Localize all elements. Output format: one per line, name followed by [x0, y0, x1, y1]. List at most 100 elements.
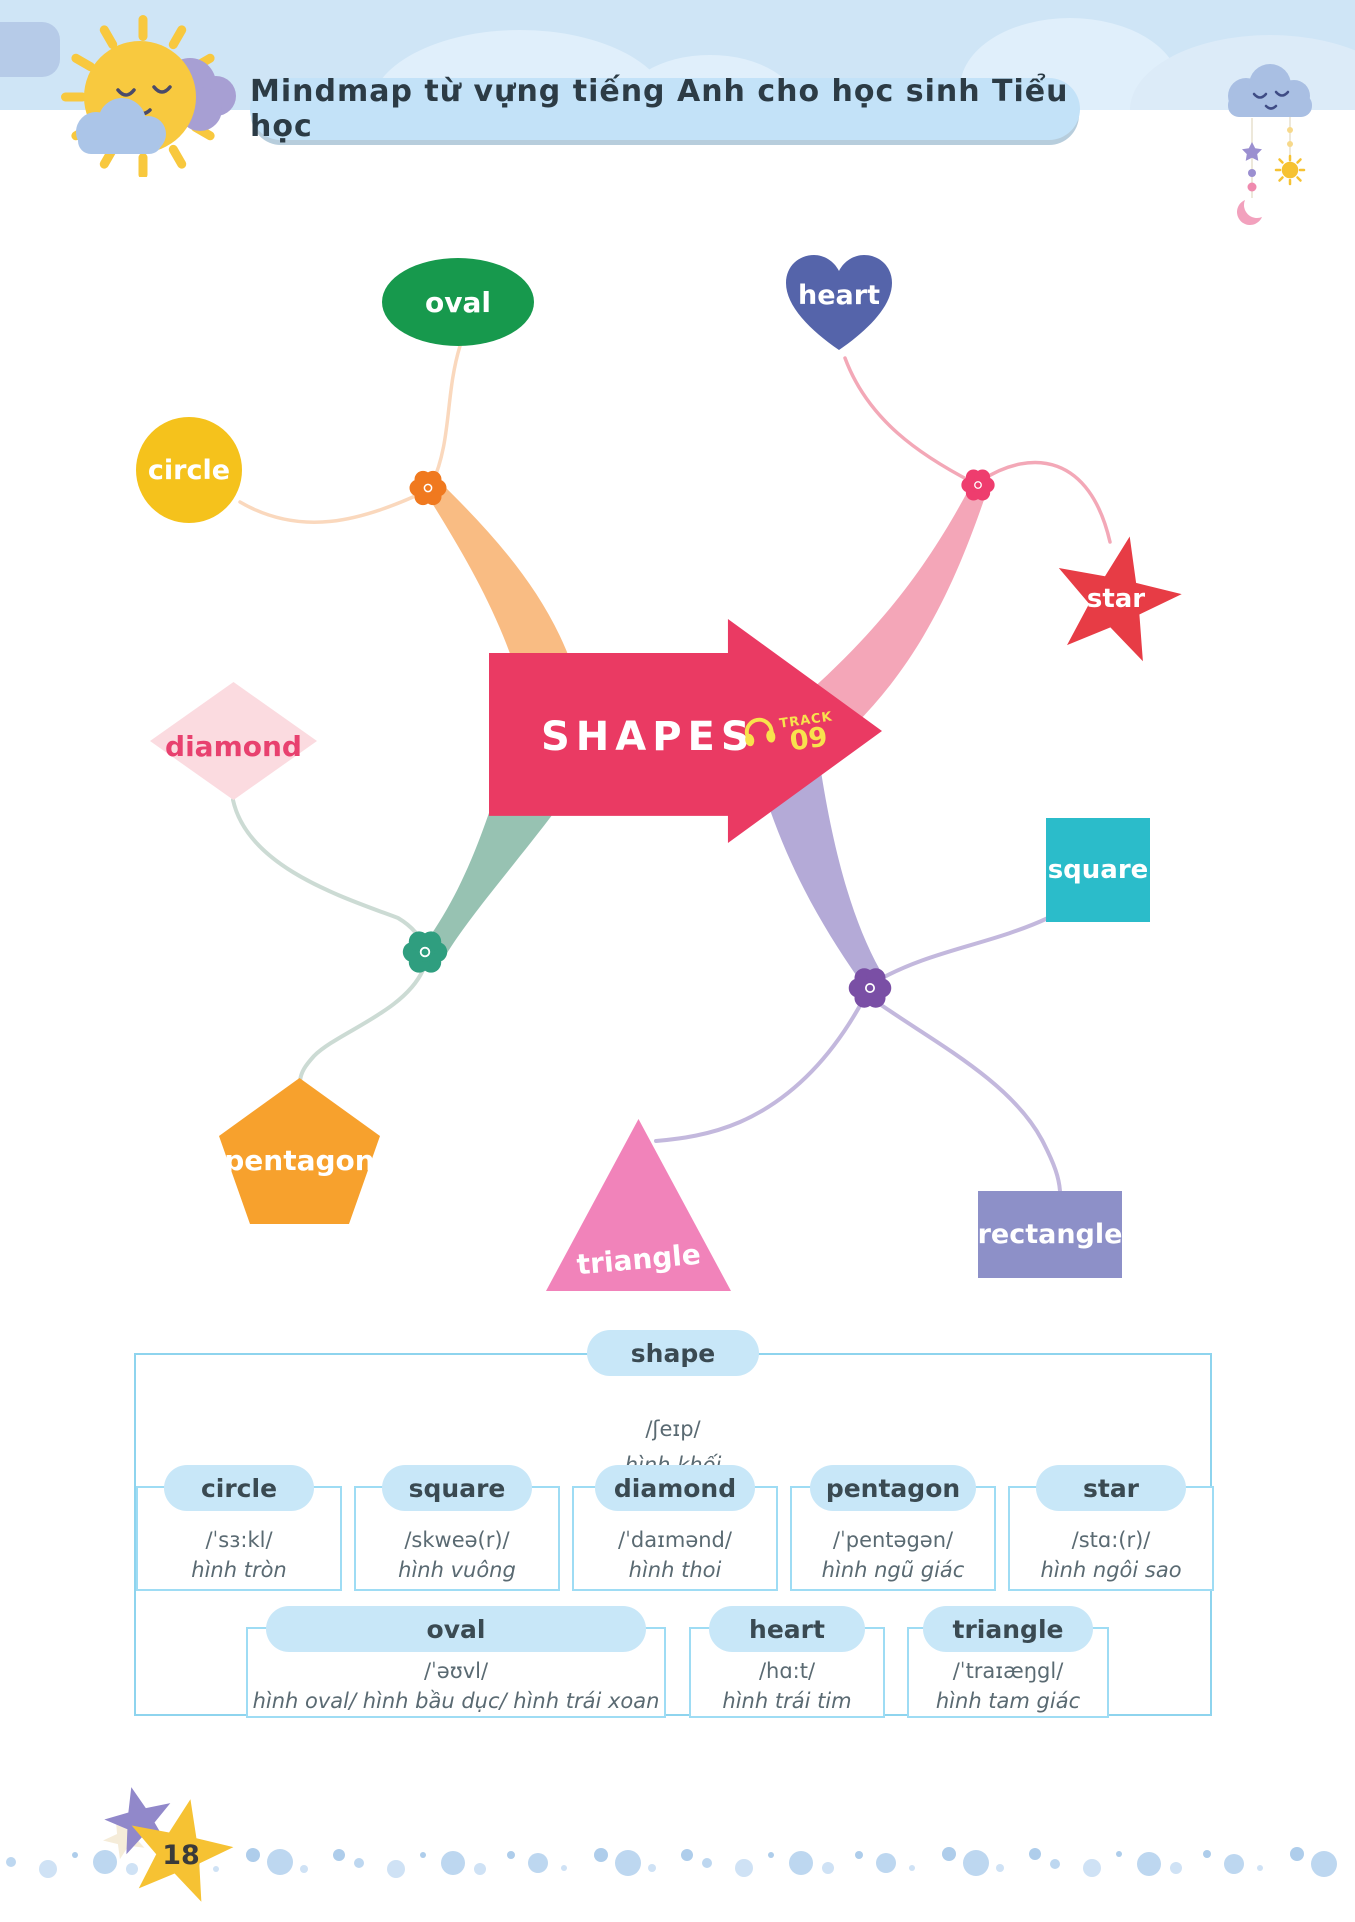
page-title: Mindmap từ vựng tiếng Anh cho học sinh T… [250, 74, 1080, 144]
node-heart-label: heart [798, 280, 880, 311]
connector-diamond [231, 798, 427, 952]
node-circle-label: circle [147, 454, 231, 486]
meaning: hình tròn [191, 1558, 287, 1582]
word-pill: diamond [595, 1465, 755, 1511]
footer-dot [1050, 1859, 1060, 1869]
vocab-cell-circle: circle /ˈsɜ:kl/ hình tròn [136, 1465, 342, 1591]
connector-pentagon [298, 968, 425, 1083]
footer-dot [561, 1865, 567, 1871]
word-pill: heart [709, 1606, 865, 1652]
vocab-cell-pentagon: pentagon /ˈpentəgən/ hình ngũ giác [790, 1465, 996, 1591]
word: pentagon [825, 1473, 961, 1503]
footer-dot [39, 1860, 57, 1878]
node-circle: circle [136, 417, 242, 523]
footer-dot [855, 1851, 863, 1859]
footer-dot [1083, 1859, 1101, 1877]
flower-node-purple [847, 967, 893, 1009]
node-diamond-label: diamond [165, 730, 302, 763]
node-pentagon: pentagon [219, 1078, 380, 1224]
footer-dot [1116, 1851, 1122, 1857]
word: triangle [952, 1614, 1064, 1644]
footer-dots [0, 1835, 1355, 1899]
vocab-cell-oval: oval /ˈəʊvl/ hình oval/ hình bầu dục/ hì… [246, 1606, 666, 1718]
footer-dot [681, 1849, 693, 1861]
track-badge: TRACK 09 [741, 709, 835, 757]
footer-dot [126, 1863, 138, 1875]
phonetic: /hɑ:t/ [758, 1659, 816, 1683]
center-arrow-label: SHAPES [541, 714, 756, 760]
footer-dot [267, 1849, 293, 1875]
node-star-label: star [1087, 584, 1145, 614]
node-square-label: square [1047, 855, 1149, 885]
phonetic: /ˈdaɪmənd/ [618, 1528, 732, 1552]
word: star [1082, 1473, 1140, 1503]
node-rectangle-label: rectangle [977, 1219, 1123, 1250]
phonetic: /stɑ:(r)/ [1071, 1528, 1151, 1552]
word-pill: triangle [923, 1606, 1093, 1652]
footer-dot [594, 1848, 608, 1862]
footer-dot [387, 1860, 405, 1878]
footer-dot [420, 1852, 426, 1858]
vocab-root-pill: shape [587, 1330, 759, 1376]
footer-dot [735, 1859, 753, 1877]
swoosh-pink [800, 487, 986, 725]
footer-dot [528, 1853, 548, 1873]
footer-dot [507, 1851, 515, 1859]
meaning: hình ngũ giác [821, 1558, 965, 1582]
footer-dot [1257, 1865, 1263, 1871]
meaning: hình vuông [398, 1558, 516, 1582]
footer-dot [702, 1858, 712, 1868]
footer-dot [876, 1853, 896, 1873]
connector-square [873, 916, 1050, 984]
node-rectangle: rectangle [978, 1191, 1122, 1278]
word: heart [749, 1614, 825, 1644]
swoosh-teal [426, 810, 556, 958]
track-text: TRACK 09 [779, 709, 838, 757]
vocab-root-phonetic: /ʃeɪp/ [645, 1417, 701, 1441]
node-triangle: triangle [546, 1119, 731, 1291]
meaning: hình tam giác [935, 1689, 1081, 1713]
footer-dot [822, 1862, 834, 1874]
node-pentagon-label: pentagon [224, 1144, 374, 1177]
word-pill: pentagon [810, 1465, 976, 1511]
phonetic: /ˈpentəgən/ [832, 1528, 954, 1552]
connector-circle [238, 490, 426, 524]
headphones-icon [744, 717, 776, 747]
word-pill: oval [266, 1606, 646, 1652]
footer-dot [300, 1865, 308, 1873]
phonetic: /skweə(r)/ [404, 1528, 510, 1552]
footer-dot [333, 1849, 345, 1861]
vocab-cell-square: square /skweə(r)/ hình vuông [354, 1465, 560, 1591]
footer-dot [6, 1857, 16, 1867]
phonetic: /ˈtraɪæŋgl/ [952, 1659, 1064, 1683]
connector-oval [430, 344, 462, 486]
word: square [408, 1473, 506, 1503]
page-number: 18 [162, 1840, 200, 1871]
footer-dot [942, 1847, 956, 1861]
footer-dot [1290, 1847, 1304, 1861]
node-diamond: diamond [150, 682, 317, 800]
meaning: hình thoi [628, 1558, 722, 1582]
connector-heart [843, 356, 974, 484]
footer-dot [615, 1850, 641, 1876]
node-star: star [1058, 536, 1182, 662]
vocab-cell-star: star /stɑ:(r)/ hình ngôi sao [1008, 1465, 1214, 1591]
meaning: hình oval/ hình bầu dục/ hình trái xoan [252, 1689, 660, 1713]
footer-dot [1029, 1848, 1041, 1860]
footer-dot [996, 1864, 1004, 1872]
footer-dot [963, 1850, 989, 1876]
sun-icon [61, 15, 236, 177]
footer-dot [72, 1852, 78, 1858]
word: oval [426, 1614, 486, 1644]
swoosh-orange [424, 480, 572, 665]
cloud-icon [0, 22, 60, 77]
word: circle [200, 1473, 278, 1503]
meaning: hình trái tim [722, 1689, 852, 1713]
footer-dot [648, 1864, 656, 1872]
swoosh-purple [770, 765, 880, 978]
word: diamond [613, 1473, 737, 1503]
footer-dot [354, 1858, 364, 1868]
footer-dot [1170, 1862, 1182, 1874]
